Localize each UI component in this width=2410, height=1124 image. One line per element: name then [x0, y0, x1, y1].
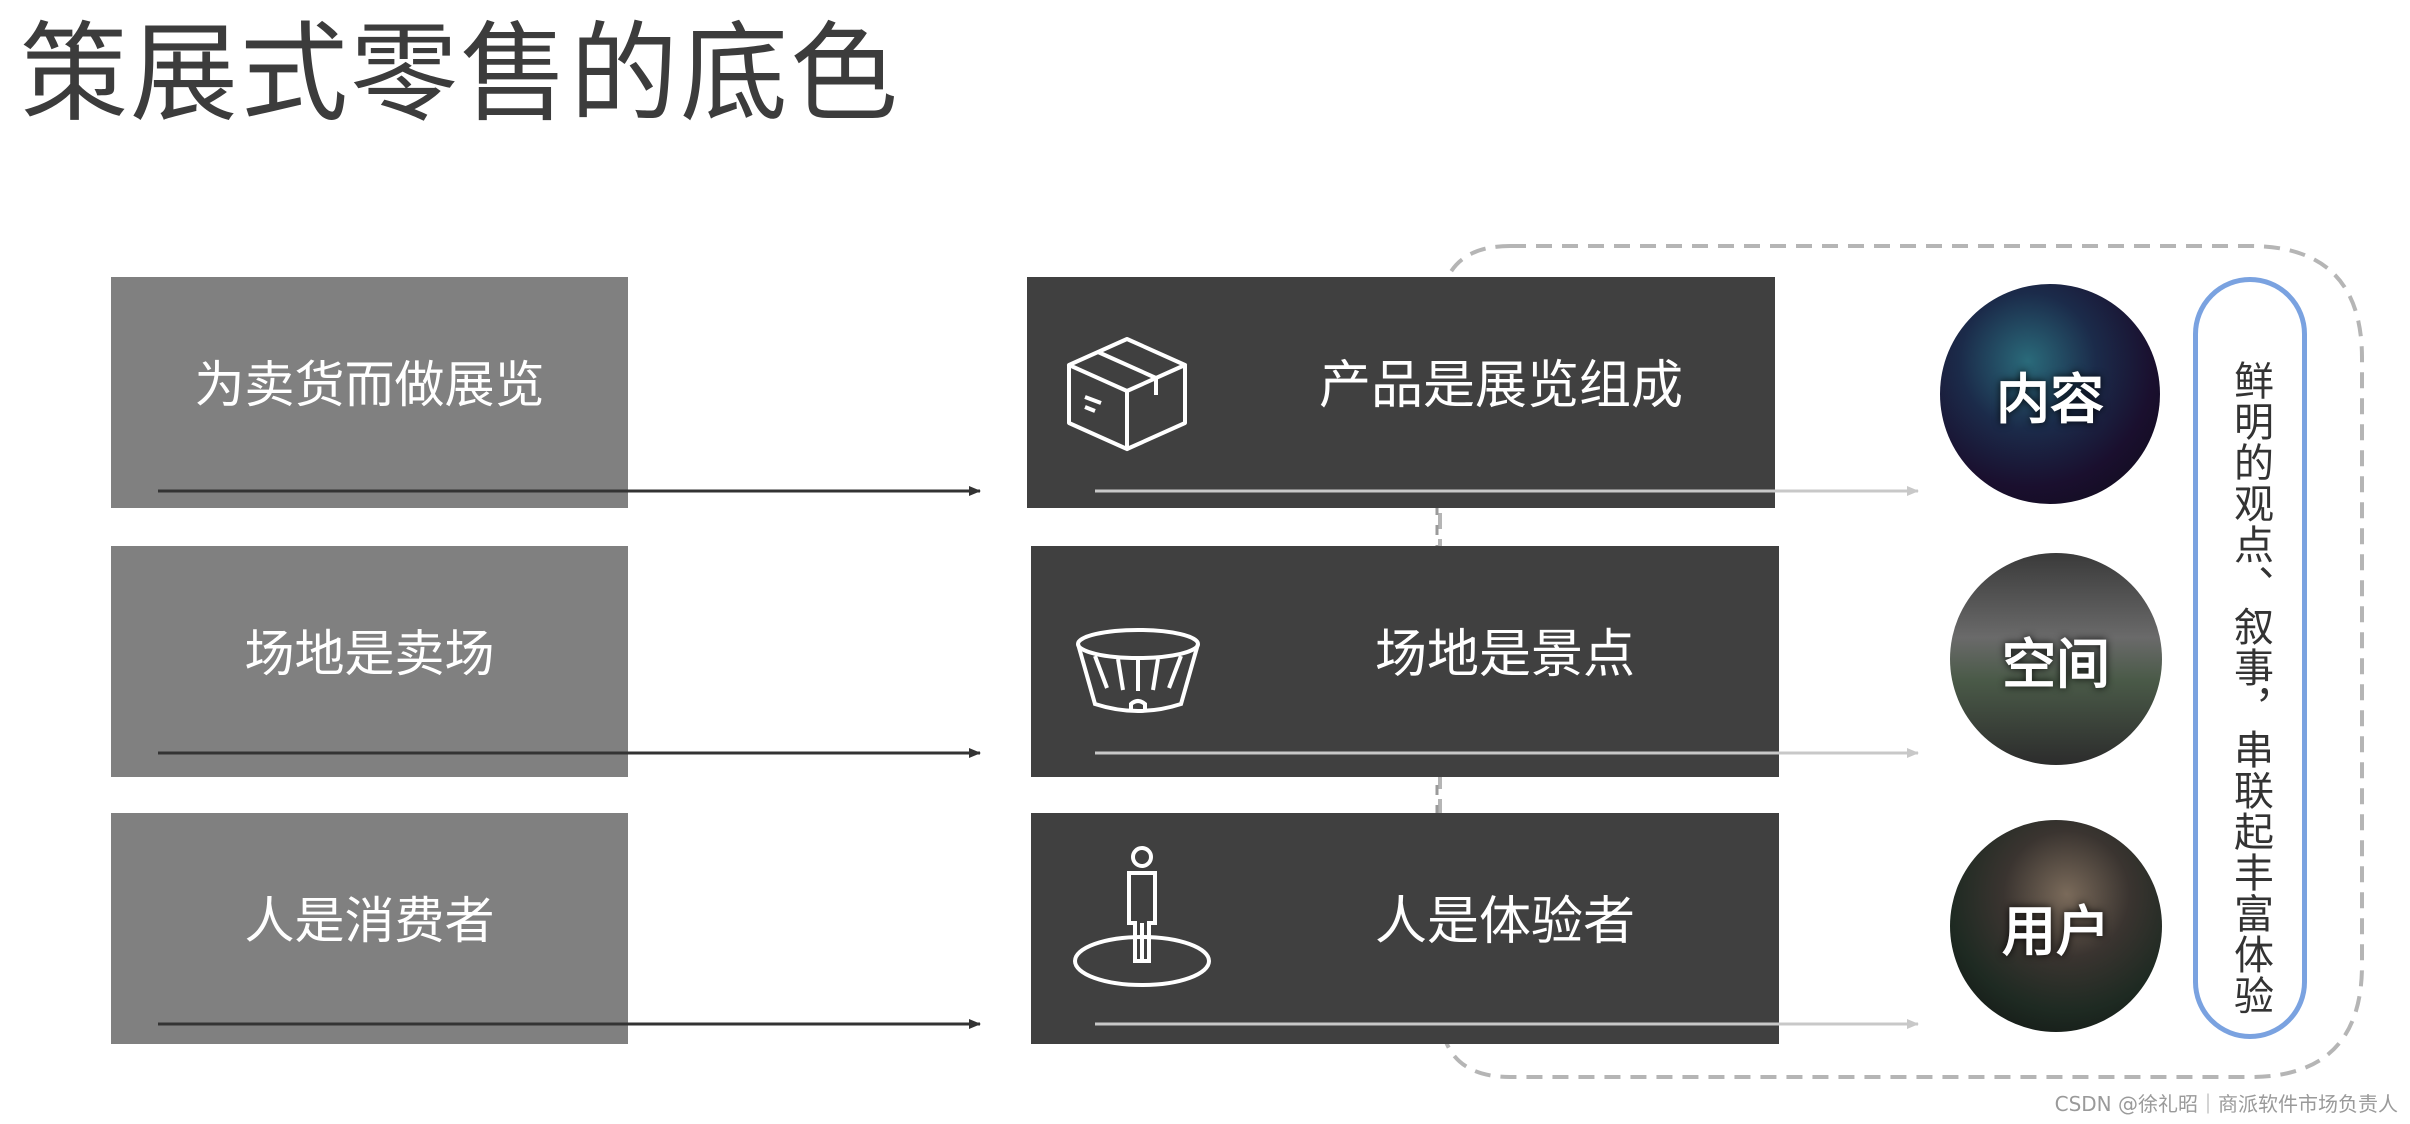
mid-box-label: 场地是景点	[1374, 625, 1635, 685]
left-box-venue-store: 场地是卖场	[111, 546, 628, 777]
left-box-label: 场地是卖场	[244, 624, 495, 683]
mid-box-label: 人是体验者	[1374, 892, 1635, 952]
side-note-text: 鲜明的观点、叙事，串联起丰富体验	[2227, 360, 2273, 1016]
box-icon	[1067, 337, 1187, 451]
circle-label: 内容	[1996, 367, 2104, 431]
mid-box-people-experiencer: 人是体验者	[1031, 813, 1779, 1044]
left-box-people-consumer: 人是消费者	[111, 813, 628, 1044]
person-spot-icon	[1073, 846, 1211, 987]
circle-label: 空间	[2002, 632, 2110, 696]
mid-box-product-exhibit: 产品是展览组成	[1027, 277, 1775, 508]
watermark: CSDN @徐礼昭｜商派软件市场负责人	[2054, 1092, 2398, 1116]
mid-box-venue-attraction: 场地是景点	[1031, 546, 1779, 777]
left-box-label: 人是消费者	[244, 891, 495, 950]
left-box-sell-exhibition: 为卖货而做展览	[111, 277, 628, 508]
circle-label: 用户	[2002, 899, 2110, 963]
content-circle: 内容	[1940, 284, 2160, 504]
side-note-pill	[2193, 277, 2307, 1039]
space-circle: 空间	[1950, 553, 2162, 765]
mid-box-label: 产品是展览组成	[1318, 356, 1683, 416]
page-title: 策展式零售的底色	[20, 12, 901, 137]
left-box-label: 为卖货而做展览	[194, 355, 545, 414]
dashed-region-border	[1438, 244, 2364, 1079]
stadium-icon	[1076, 628, 1200, 713]
users-circle: 用户	[1950, 820, 2162, 1032]
